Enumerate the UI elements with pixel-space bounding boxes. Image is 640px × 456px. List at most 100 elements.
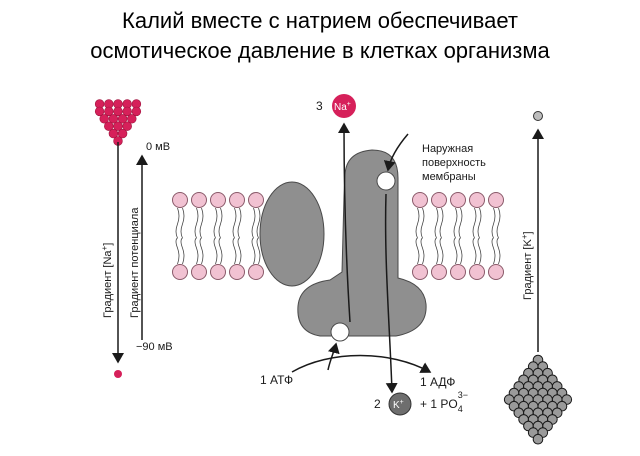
lipid-tail [175,207,180,239]
atp-hydrolysis-arrow [291,354,432,373]
lipid-head-inner [210,264,226,280]
sodium-ion [108,114,119,124]
sodium-ion [117,128,128,139]
lipid-head-inner [248,264,264,280]
lipid-tail [496,237,501,265]
potential-top-label: 0 мВ [146,141,170,153]
lipid-tail [420,237,425,265]
lipid-head-inner [469,264,485,280]
lipid-tail [415,237,420,265]
lipid-tail [237,237,242,265]
lipid-tail [472,207,477,239]
sodium-ion [99,114,109,124]
lipid-tail [199,207,204,239]
lipid-head-outer [210,192,226,208]
lipid-tail [251,237,256,265]
sodium-ion-single [114,370,122,378]
lipid-tail [415,207,420,239]
lipid-tail [232,237,237,265]
lipid-head-inner [229,264,245,280]
inner-binding-pocket [330,322,350,342]
lipid-tail [453,237,458,265]
lipid-tail [180,237,185,265]
lipid-tail [491,207,496,239]
title-line-2: осмотическое давление в клетках организм… [90,38,550,63]
sodium-ion [104,121,114,131]
lipid-tail [232,207,237,239]
sodium-ion [104,106,114,117]
lipid-tail [251,207,256,239]
lipid-head-outer [412,192,428,208]
lipid-head-outer [172,192,188,208]
lipid-tail [477,237,482,265]
lipid-head-outer [431,192,447,208]
sodium-step-number: 3 [316,99,323,113]
lipid-tail [180,207,185,239]
potassium-ion-label: K+ [393,399,404,411]
potassium-ion [388,392,412,416]
lipid-head-outer [229,192,245,208]
lipid-tail [175,237,180,265]
potassium-ion-single [533,111,543,121]
adp-label: 1 АДФ [420,375,455,389]
potassium-ion-cluster [503,354,573,445]
sodium-exit-arrow [338,122,351,323]
lipid-tail [496,207,501,239]
lipid-tail [194,237,199,265]
lipid-tail [256,207,261,239]
lipid-head-inner [450,264,466,280]
lipid-tail [256,237,261,265]
outer-surface-label-2: поверхность [422,157,486,169]
lipid-tail [453,207,458,239]
sodium-ion [94,106,105,117]
outer-surface-label-3: мембраны [422,171,476,183]
outer-binding-pocket [376,171,396,191]
lipid-tail [213,237,218,265]
lipid-tail [439,207,444,239]
lipid-tail [458,237,463,265]
atp-to-pump-arrow [327,342,340,371]
title-line-1: Калий вместе с натрием обеспечивает [122,8,518,33]
potassium-ion [532,433,544,445]
potential-bottom-label: −90 мВ [136,341,173,353]
lipid-tail [194,207,199,239]
lipid-tail [477,207,482,239]
lipid-head-outer [248,192,264,208]
sodium-ion [131,106,142,117]
potassium-entry-arrow [383,133,409,172]
potassium-transport-arrow [384,193,398,394]
lipid-head-inner [172,264,188,280]
lipid-tail [472,237,477,265]
lipid-tail [420,207,425,239]
cell-membrane [172,192,504,280]
atp-label: 1 АТФ [260,373,293,387]
phosphate-label: + 1 PO43− [420,390,468,414]
lipid-tail [218,207,223,239]
sodium-ion-label: Na+ [334,101,351,113]
lipid-head-inner [412,264,428,280]
sodium-ion [113,106,123,117]
lipid-tail [434,207,439,239]
sodium-ion [113,121,123,131]
sodium-ion-cluster [94,99,142,146]
lipid-head-outer [469,192,485,208]
sodium-ion [127,114,137,124]
sodium-gradient-label: Градиент [Na+] [100,243,114,318]
potassium-step-number: 2 [374,397,381,411]
lipid-tail [213,207,218,239]
potassium-gradient-label: Градиент [K+] [520,231,534,300]
lipid-tail [434,237,439,265]
sodium-ion-ejected [332,94,356,118]
slide-title: Калий вместе с натрием обеспечивает осмо… [0,6,640,66]
sodium-ion [108,128,119,139]
lipid-head-inner [431,264,447,280]
lipid-head-outer [191,192,207,208]
outer-surface-label-1: Наружная [422,143,473,155]
sodium-ion [122,121,132,131]
sodium-ion [122,106,132,117]
lipid-tail [458,207,463,239]
lipid-tail [439,237,444,265]
lipid-tail [218,237,223,265]
lipid-tail [199,237,204,265]
